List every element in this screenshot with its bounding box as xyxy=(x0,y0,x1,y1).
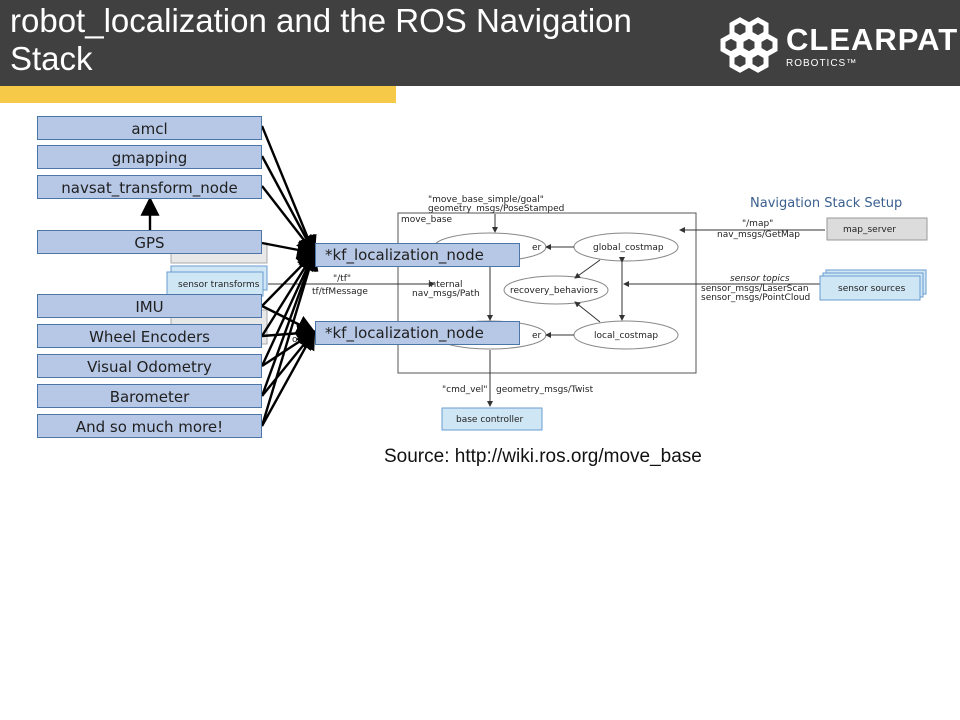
laser-type-label: sensor_msgs/LaserScan xyxy=(701,284,809,294)
internal-path-label: nav_msgs/Path xyxy=(412,289,480,299)
input-and-so-much-more: And so much more! xyxy=(37,414,262,438)
sensor-sources-box xyxy=(819,275,921,301)
local-planner-suffix: er xyxy=(532,331,542,341)
goal-type-label: geometry_msgs/PoseStamped xyxy=(428,204,564,214)
logo-subtitle: ROBOTICS™ xyxy=(786,58,858,69)
cmd-vel-topic-label: "cmd_vel" xyxy=(442,385,488,395)
global-planner-suffix: er xyxy=(532,243,542,253)
tf-type-label: tf/tfMessage xyxy=(312,287,368,297)
internal-label: internal xyxy=(428,280,463,290)
sensor-sources-label: sensor sources xyxy=(838,284,906,294)
sensor-transforms-label: sensor transforms xyxy=(178,280,260,290)
global-costmap-label: global_costmap xyxy=(593,243,664,253)
cmd-vel-type-label: geometry_msgs/Twist xyxy=(496,385,594,395)
input-barometer: Barometer xyxy=(37,384,262,408)
map-server-label: map_server xyxy=(843,225,896,235)
cloud-type-label: sensor_msgs/PointCloud xyxy=(701,293,810,303)
base-controller-box xyxy=(441,407,543,431)
move-base-label: move_base xyxy=(401,215,453,225)
tf-topic-label: "/tf" xyxy=(333,274,351,284)
map-type-label: nav_msgs/GetMap xyxy=(717,230,800,240)
nav-stack-title: Navigation Stack Setup xyxy=(750,196,902,211)
sensor-topics-label: sensor topics xyxy=(730,274,790,284)
input-imu: IMU xyxy=(37,294,262,318)
goal-topic-label: "move_base_simple/goal" xyxy=(428,195,544,205)
move-base-container xyxy=(397,212,697,374)
clearpath-logo: CLEARPATH ROBOTICS™ xyxy=(720,14,960,76)
title-bar xyxy=(0,0,960,86)
kf-localization-node-global: *kf_localization_node xyxy=(315,243,520,267)
map-server-box xyxy=(826,217,928,241)
input-visual-odometry: Visual Odometry xyxy=(37,354,262,378)
input-amcl: amcl xyxy=(37,116,262,140)
kf-localization-node-local: *kf_localization_node xyxy=(315,321,520,345)
sensor-transforms-box xyxy=(166,271,264,297)
recovery-behaviors-label: recovery_behaviors xyxy=(510,286,598,296)
base-controller-label: base controller xyxy=(456,415,524,425)
logo-wordmark: CLEARPATH xyxy=(786,22,960,57)
input-wheel-encoders: Wheel Encoders xyxy=(37,324,262,348)
map-topic-label: "/map" xyxy=(742,219,773,229)
input-connectors xyxy=(140,125,319,427)
input-gps: GPS xyxy=(37,230,262,254)
input-gmapping: gmapping xyxy=(37,145,262,169)
input-navsat-transform-node: navsat_transform_node xyxy=(37,175,262,199)
hexagon-logo-icon xyxy=(720,17,778,73)
local-costmap-label: local_costmap xyxy=(594,331,658,341)
recovery-behaviors-node xyxy=(503,275,609,305)
slide-title: robot_localization and the ROS Navigatio… xyxy=(10,2,632,77)
source-caption: Source: http://wiki.ros.org/move_base xyxy=(384,446,702,467)
title-accent-bar xyxy=(0,86,396,103)
